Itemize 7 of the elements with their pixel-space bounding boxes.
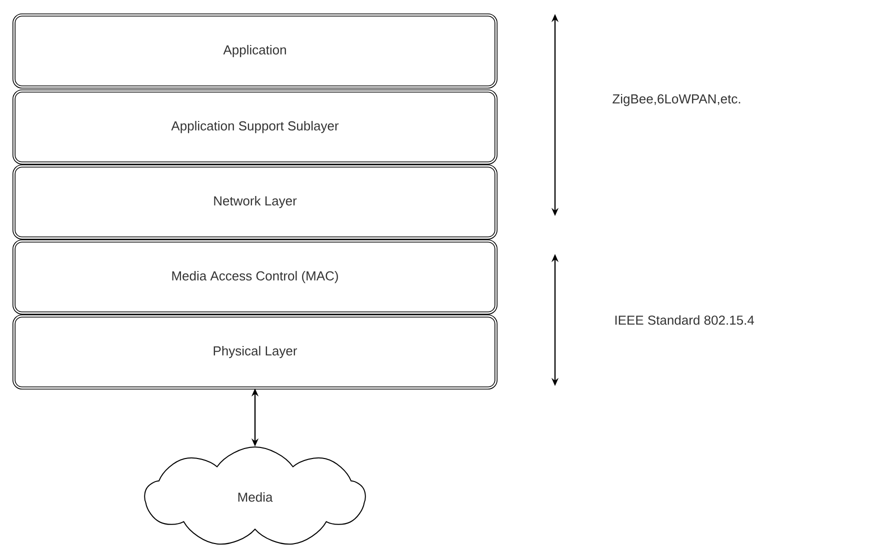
side-label: ZigBee,6LoWPAN,etc. (612, 94, 740, 106)
layer-box: Physical Layer (12, 314, 498, 390)
layer-box: Application (12, 14, 498, 88)
layer-box: Media Access Control (MAC) (12, 240, 498, 314)
layer-box: Network Layer (12, 164, 498, 240)
side-label: IEEE Standard 802.15.4 (615, 315, 754, 325)
layer-box: Application Support Sublayer (12, 90, 498, 164)
